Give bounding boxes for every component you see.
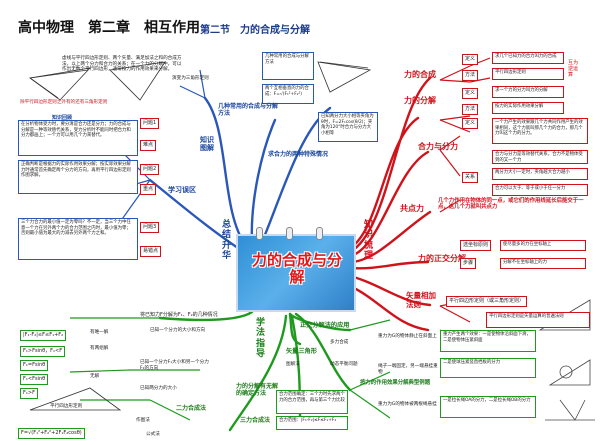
issue2-tag: 问题2 — [140, 164, 160, 175]
relation-2: 两分力大小一定时，夹角越大合力越小 — [492, 168, 588, 180]
node-decomposition: 力的分解 — [404, 96, 436, 105]
case-f4: F₁>F — [20, 388, 38, 399]
case-f2: F₁=Fsinθ — [20, 360, 49, 371]
example-c-box: 重力产生两个效果：一是使物体沿斜面下滑，二是使物体压紧斜面 — [440, 330, 536, 352]
syn-method-box: 平行四边形定则 — [492, 68, 564, 80]
dynamic-note: 动态平衡问题 — [330, 362, 358, 367]
step-box: 分解不在坐标轴上的力 — [500, 258, 586, 269]
syn-method-tag: 方法 — [462, 70, 479, 81]
node-synthesis: 力的合成 — [404, 70, 436, 79]
branch-summary: 总结升华 — [222, 220, 232, 262]
case-three-text: 已知一个分力F₁大小和另一个分力F₂的方向 — [140, 360, 209, 371]
syn-def-tag: 定义 — [462, 54, 479, 65]
page-title: 高中物理 第二章 相互作用 — [18, 20, 200, 36]
example-b: 绳子一端固定，另一端悬挂重物 — [378, 364, 438, 375]
branch-knowledge: 知识梳理 — [364, 220, 374, 262]
dec-def-box: 求一个力的分力叫力的分解 — [492, 86, 564, 98]
issue3-box: 三个力合力的最小值一定为零吗？不一定，当三个力中任意一个力在另外两个力的合力范围… — [18, 218, 138, 260]
node-net-force: 合力与分力 — [418, 142, 458, 151]
case-one-text: 已知一个分力的大小和方向 — [150, 328, 206, 333]
ring-2 — [286, 227, 293, 240]
range-box: 合力范围确定：三个力时先求两个力的合力范围，再与第三个力比较 — [276, 390, 348, 414]
node-unique-condition: 力的分解有无解的确定方法 — [236, 383, 279, 397]
intro-text: 虚线与平行四边形定则、两个矢量、满足加法之和的合成方法，以上两个分力和合力的关系… — [62, 56, 182, 72]
range-formula-box: 合力范围：|F₁-F₂|≤F≤F₁+F₂ — [276, 416, 348, 430]
vector-note-box: 平行四边形定则是矢量运算的普遍法则 — [486, 312, 590, 328]
node-common-methods: 几种常用的合成与分解方法 — [218, 103, 279, 117]
note-e-box: 一是拉长绳OA的分力，二是拉长绳OB的分力 — [440, 396, 536, 418]
issue3-tag: 问题3 — [140, 222, 160, 233]
graphic-method: 作图法 — [136, 418, 150, 423]
node-special-cases: 求合力的两种特殊情况 — [268, 151, 329, 158]
vector-rule-tag: 平行四边形定则（或三角形定则） — [446, 296, 528, 307]
node-vector-rule: 矢量相加法则 — [406, 291, 436, 309]
vertical-force-box: 两个互相垂直的力的合成：F=√(F₁²+F₂²) — [262, 84, 314, 104]
relation-1: 合力与分力是等效替代关系，合力不是物体受到的又一个力 — [492, 150, 588, 164]
formula-method: 公式法 — [146, 432, 160, 437]
example-e: 重力为G的物体被两根绳悬挂 — [378, 402, 437, 407]
case-none: 无解 — [90, 374, 100, 379]
footnote: 除平行四边形定则之外有的还有三角形定则 — [20, 100, 108, 105]
center-card — [236, 234, 356, 312]
key-tag: 重点 — [140, 184, 157, 195]
issue2-box: 正确判断是根据力的实际作用效果分解；按实际效果分解力时通常首先确定两个分力的方向… — [18, 160, 138, 194]
branch-method: 学法指导 — [256, 318, 266, 360]
common-methods-box: 几种常用的合成与分解方法 — [262, 52, 314, 80]
ring-3 — [316, 227, 323, 240]
easy-tag: 易错点 — [140, 246, 162, 257]
syn-def-box: 求几个已知力的合力叫力的合成 — [492, 52, 564, 64]
relation-tag: 关系 — [462, 172, 479, 183]
cases-note: 将已知力F分解为F₁、F₂的几种情况 — [140, 312, 218, 318]
dec-method-box: 按力的实际作用效果分解 — [492, 102, 564, 114]
case-f3: F₁<Fsinθ — [20, 374, 49, 385]
net-def-box: 一个力产生的效果跟几个力共同作用产生的效果相同，这个力就叫那几个力的合力，那几个… — [492, 118, 588, 144]
node-coplanar: 共点力 — [400, 204, 424, 213]
case-four-text: 已知两分力的大小 — [140, 386, 177, 391]
issue1-tag: 问题1 — [140, 118, 160, 129]
triangle-rule-note: 演变为三角形定则 — [172, 76, 209, 81]
node-orthogonal-app: 正交分解法的应用 — [300, 322, 350, 329]
node-three-force: 三力合成法 — [240, 417, 271, 424]
axis-box: 使尽量多的力在坐标轴上 — [500, 240, 586, 251]
example-d-box: 二是使球压紧竖直挡板的分力 — [440, 358, 536, 378]
parallelogram-label: 平行四边形定则 — [50, 404, 83, 409]
dec-def-tag: 定义 — [462, 88, 479, 99]
node-orthogonal: 力的正交分解 — [418, 254, 466, 263]
formula2: F=√(F₁²+F₂²+2F₁F₂cosθ) — [18, 428, 85, 439]
study-section-label: 学习误区 — [168, 186, 196, 194]
node-vector-triangle: 矢量三角形 — [286, 348, 317, 355]
case-two-solutions: 有两组解 — [90, 346, 109, 351]
center-title: 力的合成与分解 — [252, 251, 343, 286]
net-def-tag: 定义 — [462, 118, 479, 129]
multi-force-note: 多力合成 — [330, 340, 349, 345]
two-force-method: 二力合成法 — [176, 405, 207, 412]
relation-3: 合力可以大于、等于或小于任一分力 — [492, 184, 588, 196]
typical-example-title: 按力的作用效果分解典型例题 — [360, 380, 431, 386]
dec-method-tag: 方法 — [462, 104, 479, 115]
dynamic-label: 图解法 — [286, 362, 300, 367]
mutual-inverse-label: 互为逆运算 — [568, 60, 579, 78]
section-title: 第二节 力的合成与分解 — [200, 25, 310, 36]
axis-tag: 选坐标原则 — [460, 240, 492, 251]
case-one-formula: |F₁-F₂|≤F≤F₁+F₂ — [20, 330, 67, 341]
case-f1: F₁>Fsinθ，F₁<F — [20, 346, 66, 357]
ring-1 — [256, 227, 263, 240]
knowledge-review-label: 知识回顾 — [52, 115, 73, 121]
issue1-box: 在分析物体受力时，要分清是合力还是分力；力的合成与分解是一种等效替代关系，受力分… — [18, 120, 138, 156]
node-knowledge-diagram: 知识图解 — [200, 136, 214, 153]
case-one-result: 有唯一解 — [90, 330, 109, 335]
step-tag: 步骤 — [460, 258, 477, 269]
example-a: 重力为G的物体静止在斜面上 — [378, 334, 437, 339]
coplanar-def: 几个力作用在物体的同一点，或它们的作用线延长后能交于一点，这几个力就叫共点力 — [438, 198, 584, 211]
hard-tag: 难点 — [140, 140, 157, 151]
special-cases-box: 已知两分力大小相等夹角为θ时，F=2F₁cos(θ/2)；夹角为120°时合力与… — [318, 112, 378, 142]
